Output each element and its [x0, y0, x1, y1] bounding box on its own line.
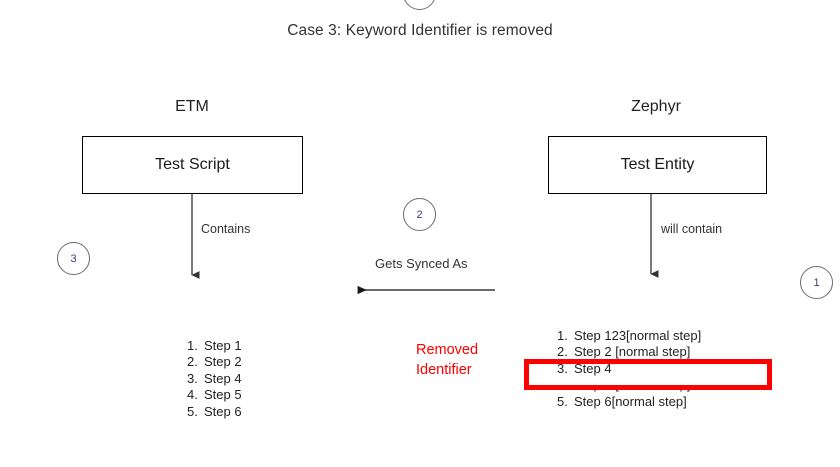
- step-text: Step 6: [204, 403, 242, 419]
- highlight-box-removed-step: [524, 359, 772, 390]
- step-text: Step 1: [204, 338, 242, 353]
- edge-label-contains: Contains: [201, 222, 251, 236]
- step-text: Step 123[normal step]: [574, 328, 702, 343]
- marker-circle-2: 2: [403, 198, 436, 231]
- annotation-removed-identifier: Removed Identifier: [416, 340, 478, 380]
- list-item: 4. Step 5: [187, 387, 242, 403]
- list-item: 1. Step 123[normal step]: [557, 328, 701, 344]
- step-list-etm: 1. Step 1 2. Step 2 3. Step 4 4. Step 5 5. St…: [187, 338, 242, 420]
- step-number: 1.: [557, 328, 568, 343]
- step-number: 5.: [557, 393, 568, 409]
- marker-circle-1: 1: [800, 266, 833, 299]
- edge-label-will-contain: will contain: [661, 222, 723, 236]
- list-item: 5. Step 6[normal step]: [557, 394, 701, 410]
- step-text: Step 2 [normal step]: [574, 344, 691, 360]
- node-test-script: Test Script: [82, 136, 303, 194]
- step-number: 5.: [187, 403, 198, 419]
- annotation-line-1: Removed: [416, 342, 479, 358]
- step-text: Step 5: [204, 387, 242, 403]
- annotation-line-2: Identifier: [416, 362, 472, 378]
- step-number: 3.: [187, 370, 198, 386]
- list-item: 1. Step 1: [187, 338, 242, 354]
- column-heading-etm: ETM: [175, 98, 209, 115]
- step-text: Step 2: [204, 354, 242, 370]
- step-text: Step 4: [574, 361, 612, 376]
- step-number: 3.: [557, 361, 568, 376]
- marker-circle-3: 3: [57, 242, 90, 275]
- step-number: 2.: [187, 354, 198, 370]
- edge-label-gets-synced-as: Gets Synced As: [375, 256, 468, 271]
- step-number: 1.: [187, 338, 198, 353]
- diagram-title: Case 3: Keyword Identifier is removed: [287, 22, 553, 39]
- list-item: 3. Step 4: [187, 371, 242, 387]
- highlighted-step: 3. Step 4: [557, 361, 612, 377]
- step-number: 4.: [187, 387, 198, 403]
- step-text: Step 6[normal step]: [574, 393, 687, 409]
- marker-circle-top-cropped: [403, 0, 436, 10]
- list-item: 2. Step 2: [187, 354, 242, 370]
- list-item: 2. Step 2 [normal step]: [557, 344, 701, 360]
- step-number: 2.: [557, 344, 568, 360]
- node-test-entity: Test Entity: [548, 136, 767, 194]
- step-text: Step 4: [204, 370, 242, 386]
- column-heading-zephyr: Zephyr: [631, 98, 681, 115]
- list-item: 5. Step 6: [187, 404, 242, 420]
